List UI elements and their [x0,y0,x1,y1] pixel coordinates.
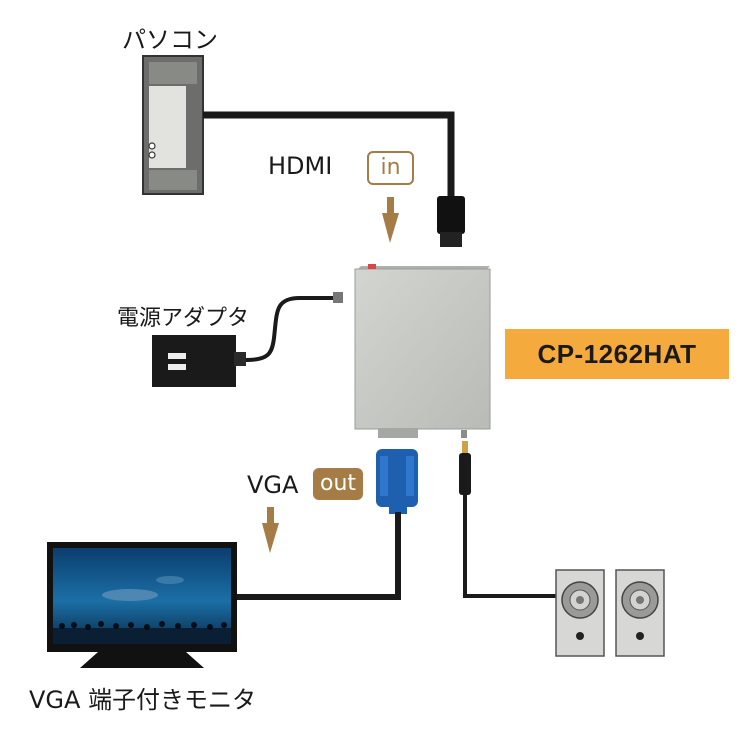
model-name-tag: CP-1262HAT [505,329,729,379]
hdmi-cable [203,111,455,198]
monitor-label: VGA 端子付きモニタ [29,686,257,714]
monitor-icon [47,542,237,668]
audio-cable [463,495,556,598]
in-badge: in [367,151,414,185]
speaker-right-icon [615,569,665,657]
arrow-down-icon [262,507,279,553]
out-badge: out [313,468,363,500]
vga-connector-icon [376,449,418,514]
vga-label: VGA [247,471,299,499]
power-adapter-icon [152,335,246,387]
pc-label: パソコン [122,26,218,54]
power-cable [245,296,335,362]
speaker-left-icon [555,569,605,657]
power-adapter-label: 電源アダプタ [117,306,250,331]
hdmi-connector-icon [437,196,465,247]
audio-plug-icon [459,441,471,495]
converter-box [354,264,491,438]
hdmi-label: HDMI [268,152,333,180]
vga-cable [236,512,401,600]
arrow-down-icon [382,197,399,243]
dc-plug-icon [333,292,343,303]
pc-icon [142,55,204,195]
